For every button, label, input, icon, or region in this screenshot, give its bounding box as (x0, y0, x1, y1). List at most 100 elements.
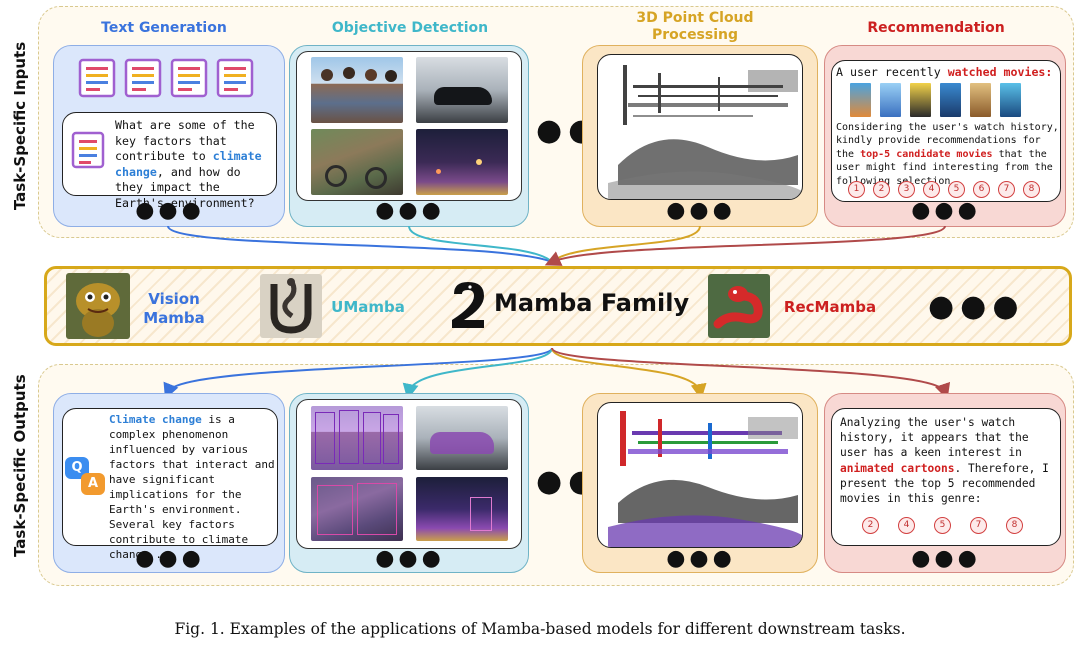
candidate-2: 2 (873, 181, 890, 198)
candidate-list: 1 2 3 4 5 6 7 8 (848, 181, 1048, 199)
recmamba-icon (708, 274, 770, 338)
movie-poster (940, 83, 961, 117)
mamba-family-title: Mamba Family (494, 289, 690, 317)
more-dots: ●●● (375, 546, 445, 571)
watched-before: A user recently (836, 65, 948, 79)
rec-answer-after: . Therefore, I present the top 5 recomme… (840, 461, 1049, 506)
vision-mamba-icon (66, 273, 130, 339)
col-title-objective-detection: Objective Detection (331, 20, 489, 36)
arrow-text-out (163, 347, 553, 400)
input-card-objective-detection: ●●● (289, 45, 529, 227)
photo-group-people (311, 57, 403, 123)
mamba-family-box (44, 266, 1072, 346)
recommendation-answer-text: Analyzing the user's watch history, it a… (840, 415, 1054, 506)
prompt-highlight: climate change (115, 149, 262, 179)
selected-7: 7 (970, 517, 987, 534)
output-card-3d-point-cloud: ●●● (582, 393, 818, 573)
prompt-box: What are some of the key factors that co… (62, 112, 277, 210)
prompt-text-after: , and how do they impact the Earth's env… (115, 164, 255, 210)
arrow-pointcloud-in (551, 225, 701, 263)
photo-bikes (311, 129, 403, 195)
col-title-text-generation: Text Generation (101, 20, 227, 36)
candidate-1: 1 (848, 181, 865, 198)
input-card-recommendation: A user recently watched movies: Consider… (824, 45, 1066, 227)
arrow-text-in (167, 225, 553, 263)
col-title-3d-line2: Processing (651, 27, 739, 43)
prompt-text-before: What are some of the key factors that co… (115, 118, 255, 163)
more-dots: ●●● (911, 546, 981, 571)
candidate-8: 8 (1023, 181, 1040, 198)
recommendation-answer-box: Analyzing the user's watch history, it a… (831, 408, 1061, 546)
candidate-5: 5 (948, 181, 965, 198)
selected-2: 2 (862, 517, 879, 534)
figure-caption: Fig. 1. Examples of the applications of … (174, 620, 906, 638)
col-title-recommendation: Recommendation (867, 20, 1005, 36)
more-dots: ●●● (135, 546, 205, 571)
candidate-7: 7 (998, 181, 1015, 198)
segmented-cloud-box (597, 402, 803, 548)
vision-mamba-label: Vision Mamba (136, 290, 212, 328)
prompt-text: What are some of the key factors that co… (115, 118, 275, 211)
segmented-point-cloud-image (608, 411, 802, 547)
arrow-rec-in (544, 225, 946, 266)
watched-line: A user recently watched movies: (836, 65, 1060, 81)
arrow-detection-out (402, 347, 553, 400)
photo-night-street (416, 129, 508, 195)
rec-answer-highlight: animated cartoons (840, 461, 955, 475)
request-highlight: top-5 candidate movies (860, 148, 993, 160)
mamba-logo-icon (452, 282, 484, 328)
answer-text: Climate change is a complex phenomenon i… (109, 412, 275, 562)
selected-8: 8 (1006, 517, 1023, 534)
rec-answer-before: Analyzing the user's watch history, it a… (840, 416, 1029, 460)
watched-posters (850, 83, 1050, 119)
qa-a-bubble: A (81, 473, 105, 495)
request-after: that the user might find interesting fro… (836, 148, 1053, 187)
arrow-pointcloud-out (551, 347, 707, 400)
movie-poster (850, 83, 871, 117)
umamba-icon (260, 274, 322, 338)
output-card-objective-detection: ●●● (289, 393, 529, 573)
document-icons (78, 58, 254, 98)
vision-mamba-line2: Mamba (143, 309, 205, 327)
selected-4: 4 (898, 517, 915, 534)
movie-poster (970, 83, 991, 117)
movie-poster (910, 83, 931, 117)
arrow-detection-in (408, 225, 553, 263)
vision-mamba-line1: Vision (148, 290, 200, 308)
arrow-rec-out (551, 347, 950, 400)
recmamba-label: RecMamba (783, 298, 877, 316)
output-card-recommendation: Analyzing the user's watch history, it a… (824, 393, 1066, 573)
watched-highlight: watched movies: (947, 65, 1053, 79)
answer-highlight: Climate change (109, 413, 202, 426)
candidate-6: 6 (973, 181, 990, 198)
col-title-3d-point-cloud: 3D Point Cloud Processing (600, 10, 790, 44)
col-title-3d-line1: 3D Point Cloud (636, 10, 754, 26)
detected-night-street (416, 477, 508, 541)
recommendation-request: Considering the user's watch history, ki… (836, 121, 1060, 188)
input-card-text-generation: What are some of the key factors that co… (53, 45, 285, 227)
request-before: Considering the user's watch history, ki… (836, 122, 1059, 160)
detected-people (311, 406, 403, 470)
selected-5: 5 (934, 517, 951, 534)
selected-list: 2 4 5 7 8 (862, 517, 1042, 535)
answer-body: is a complex phenomenon influenced by va… (109, 413, 275, 561)
point-cloud-box (597, 54, 803, 200)
photo-car (416, 57, 508, 123)
document-icon (71, 131, 105, 169)
detected-car (416, 406, 508, 470)
more-dots: ●●● (666, 546, 736, 571)
point-cloud-image (608, 65, 802, 199)
movie-poster (880, 83, 901, 117)
answer-box: Q A Climate change is a complex phenomen… (62, 408, 278, 561)
candidate-3: 3 (898, 181, 915, 198)
movie-poster (1000, 83, 1021, 117)
output-card-text-generation: Q A Climate change is a complex phenomen… (53, 393, 285, 573)
detected-bikes (311, 477, 403, 541)
document-icon (78, 58, 116, 98)
recommendation-box: A user recently watched movies: Consider… (831, 60, 1061, 202)
ellipsis-mamba: ●●● (928, 289, 1025, 324)
candidate-4: 4 (923, 181, 940, 198)
qa-icon: Q A (65, 457, 109, 501)
umamba-label: UMamba (331, 298, 405, 316)
